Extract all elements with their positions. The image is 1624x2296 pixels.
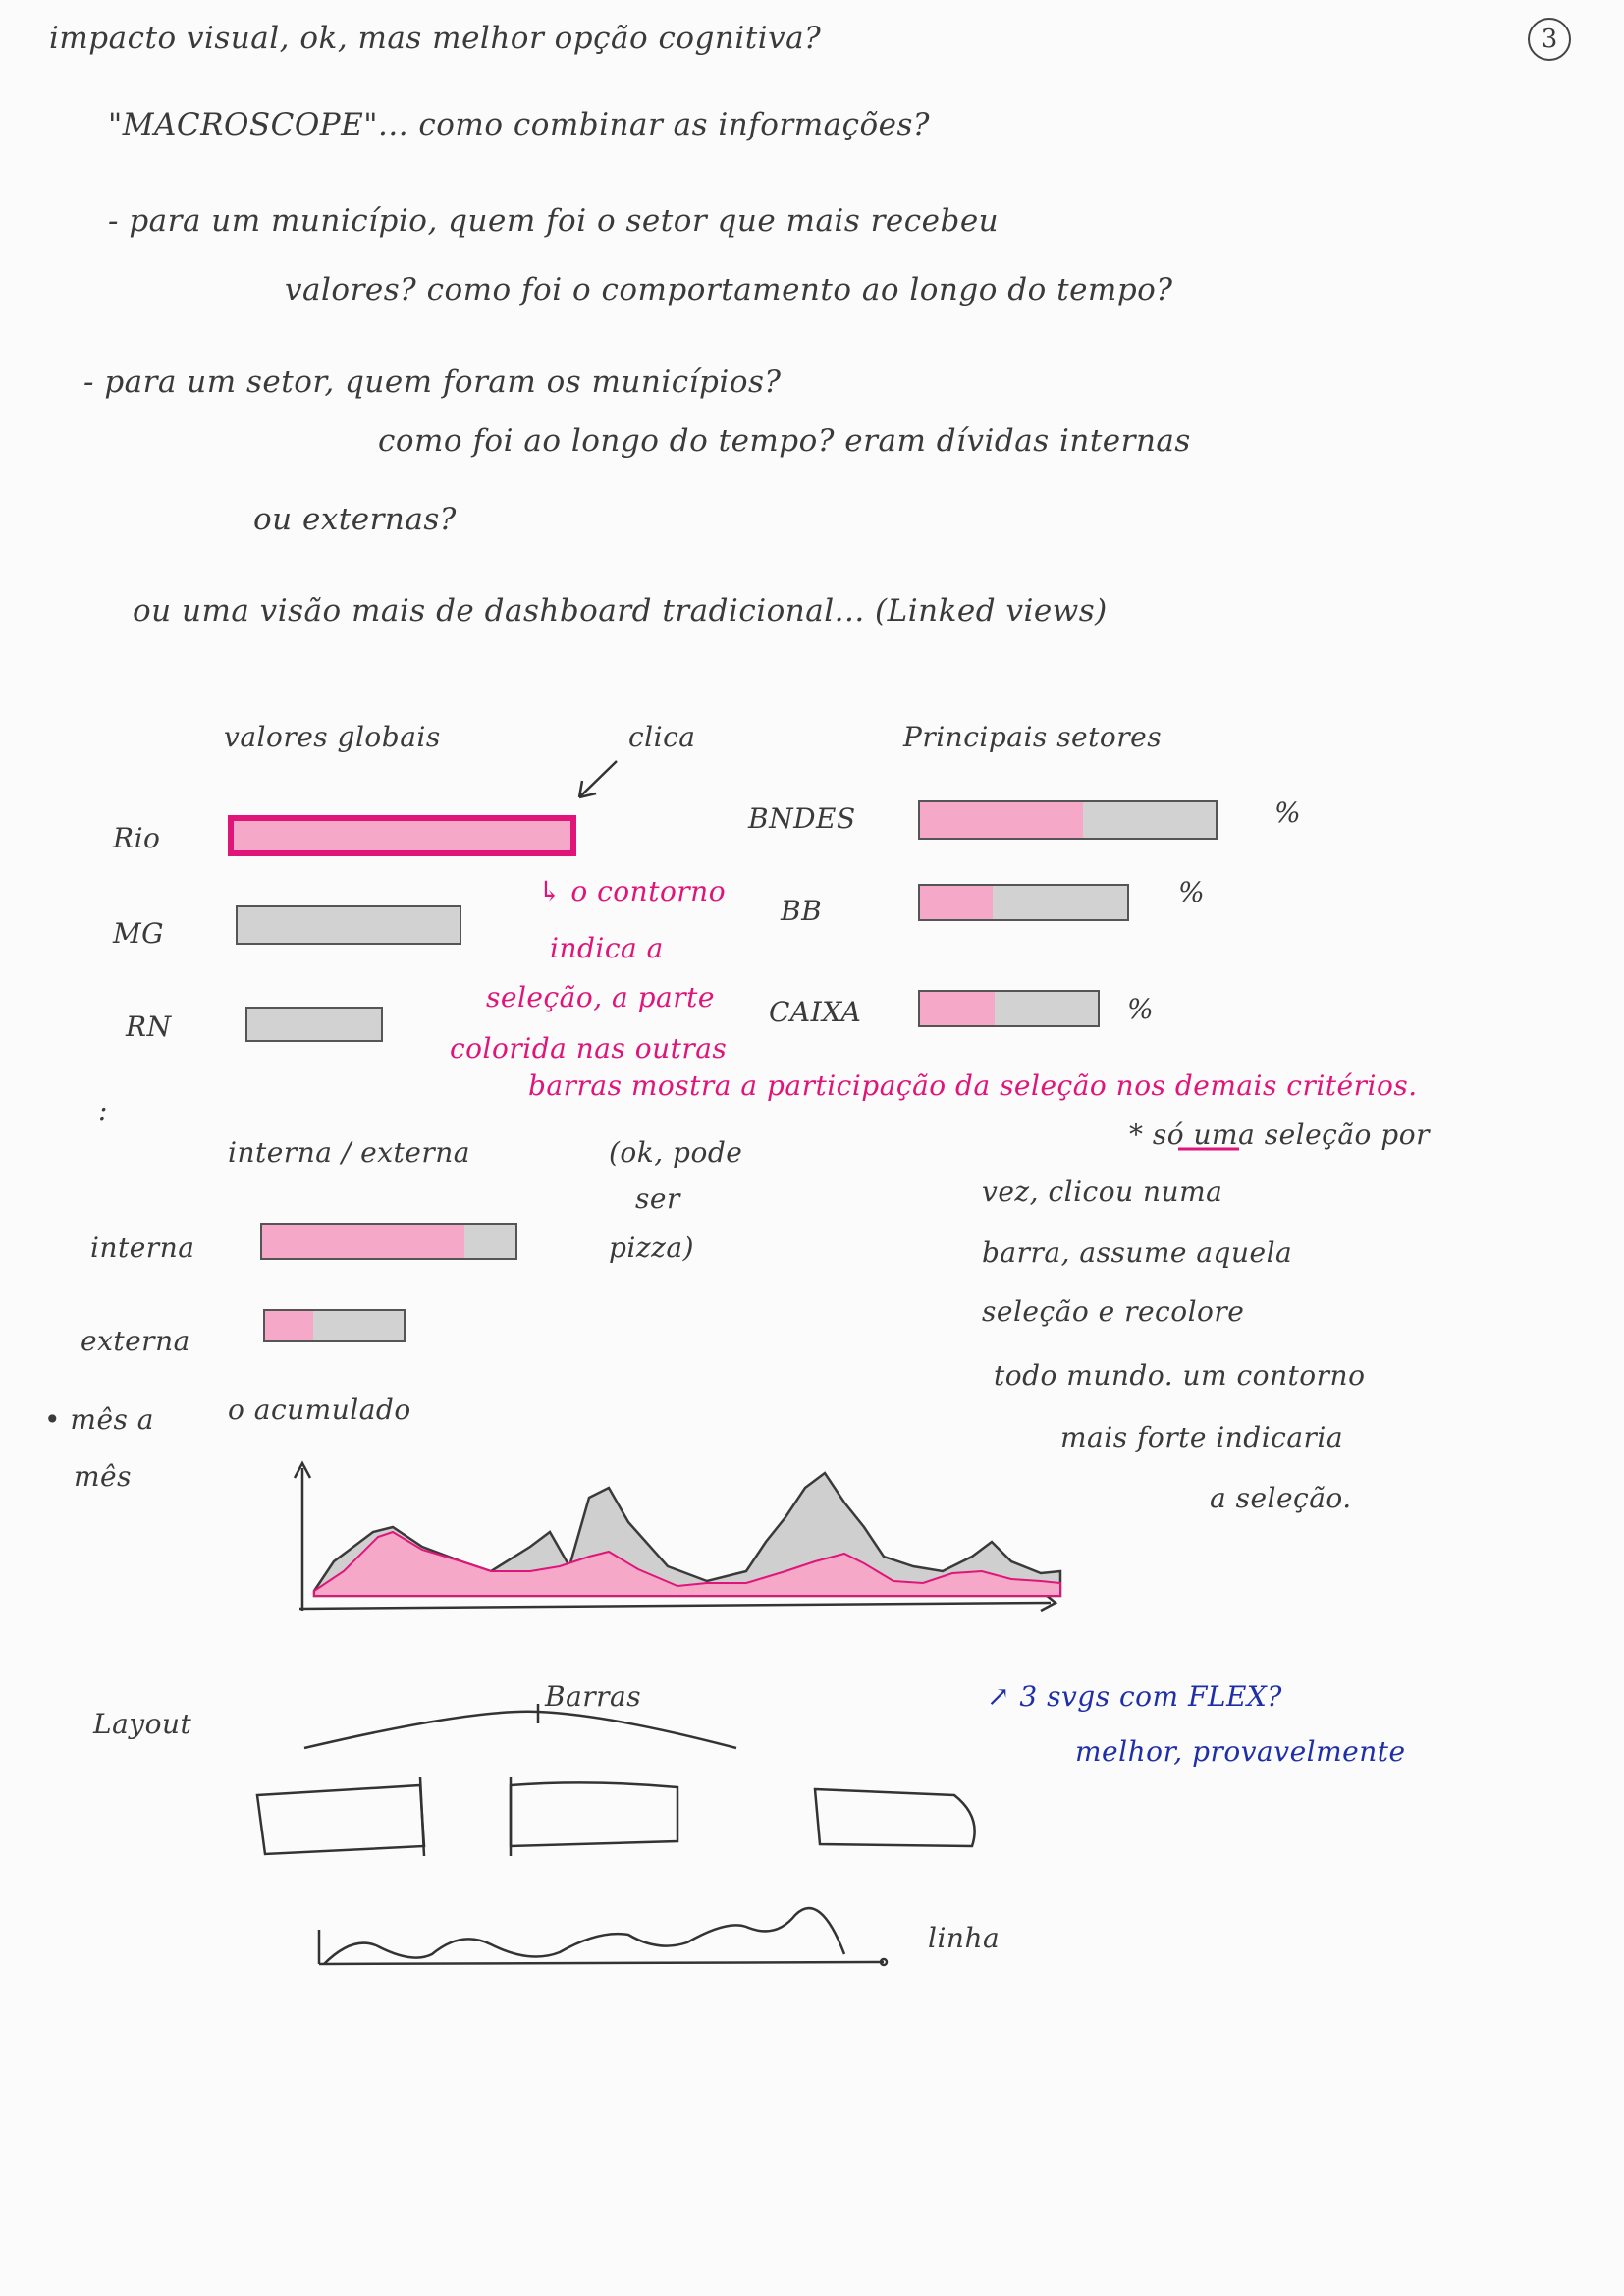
- note-line-8: ou uma visão mais de dashboard tradicion…: [133, 593, 1108, 629]
- global-values-label: valores globais: [224, 721, 441, 753]
- bar-fill: [920, 992, 996, 1025]
- side-note-6: mais forte indicaria: [1060, 1421, 1344, 1453]
- note-line-3: - para um município, quem foi o setor qu…: [108, 203, 1000, 239]
- bar-fill: [265, 1311, 314, 1340]
- layout-sketch: [255, 1704, 976, 1967]
- pizza-note-3: pizza): [609, 1231, 694, 1264]
- bars-bracket: [303, 1710, 737, 1750]
- row-label-caixa: CAIXA: [769, 996, 862, 1028]
- internal-external-label: interna / externa: [228, 1136, 470, 1169]
- percent-bndes: %: [1274, 796, 1302, 829]
- pizza-note-2: ser: [635, 1182, 680, 1215]
- bar-mg[interactable]: [236, 905, 461, 945]
- bar-bb[interactable]: [918, 884, 1129, 921]
- note-line-6: como foi ao longo do tempo? eram dívidas…: [378, 423, 1191, 459]
- bar-fill: [920, 886, 993, 919]
- pink-note-4: colorida nas outras: [450, 1032, 728, 1065]
- externa-label: externa: [81, 1325, 190, 1357]
- pizza-note-1: (ok, pode: [609, 1136, 743, 1169]
- page-number: 3: [1528, 18, 1571, 61]
- row-label-rn: RN: [126, 1011, 172, 1043]
- note-line-4: valores? como foi o comportamento ao lon…: [285, 272, 1173, 307]
- pink-note-5: barras mostra a participação da seleção …: [528, 1069, 1418, 1102]
- click-label: clica: [628, 721, 696, 753]
- note-line-5: - para um setor, quem foram os município…: [83, 364, 782, 400]
- bar-fill: [234, 821, 570, 850]
- row-label-mg: MG: [113, 917, 165, 950]
- bar-interna[interactable]: [260, 1223, 517, 1260]
- layout-line-label: linha: [928, 1922, 1001, 1954]
- bar-caixa[interactable]: [918, 990, 1100, 1027]
- row-label-rio: Rio: [113, 822, 161, 854]
- blue-note-1: ↗ 3 svgs com FLEX?: [987, 1680, 1282, 1713]
- layout-panel-2: [509, 1781, 679, 1848]
- pink-note-1: ↳ o contorno: [538, 875, 727, 907]
- bar-externa[interactable]: [263, 1309, 406, 1342]
- chart-y-arrow-icon: [293, 1460, 312, 1479]
- side-note-1: * só uma seleção por: [1129, 1119, 1430, 1151]
- month-toggle-1: • mês a: [44, 1403, 154, 1436]
- side-note-4: seleção e recolore: [982, 1295, 1245, 1328]
- note-line-2: "MACROSCOPE"... como combinar as informa…: [108, 107, 930, 142]
- row-label-bb: BB: [781, 895, 823, 927]
- percent-caixa: %: [1127, 993, 1155, 1025]
- bar-fill: [262, 1225, 465, 1258]
- bar-bndes[interactable]: [918, 800, 1218, 840]
- pink-selection-area: [313, 1530, 1061, 1597]
- layout-line-chart: [323, 1906, 846, 1965]
- side-note-7: a seleção.: [1210, 1482, 1352, 1514]
- pink-note-2: indica a: [550, 932, 664, 964]
- note-line-1: impacto visual, ok, mas melhor opção cog…: [49, 21, 822, 56]
- side-note-2: vez, clicou numa: [982, 1175, 1223, 1208]
- note-line-7: ou externas?: [253, 502, 457, 537]
- layout-bars-label: Barras: [545, 1680, 642, 1713]
- percent-bb: %: [1178, 876, 1206, 908]
- blue-note-2: melhor, provavelmente: [1075, 1735, 1406, 1768]
- click-arrow-icon: [577, 760, 618, 799]
- side-note-3: barra, assume aquela: [982, 1236, 1293, 1269]
- pink-note-3: seleção, a parte: [486, 981, 715, 1013]
- ellipsis-mark: :: [98, 1094, 108, 1126]
- main-sectors-label: Principais setores: [903, 721, 1163, 753]
- layout-panel-1: [255, 1783, 426, 1856]
- bar-rn[interactable]: [245, 1007, 383, 1042]
- accumulated-label: o acumulado: [228, 1394, 411, 1426]
- interna-label: interna: [90, 1231, 195, 1264]
- layout-title: Layout: [93, 1708, 192, 1740]
- time-area-chart: [293, 1460, 1062, 1613]
- side-note-5: todo mundo. um contorno: [994, 1359, 1366, 1392]
- layout-panel-3: [813, 1787, 976, 1848]
- bar-fill: [920, 802, 1083, 838]
- month-toggle-2: mês: [74, 1460, 132, 1493]
- row-label-bndes: BNDES: [748, 802, 856, 835]
- bar-rio[interactable]: [228, 815, 576, 856]
- chart-x-axis: [298, 1601, 1052, 1611]
